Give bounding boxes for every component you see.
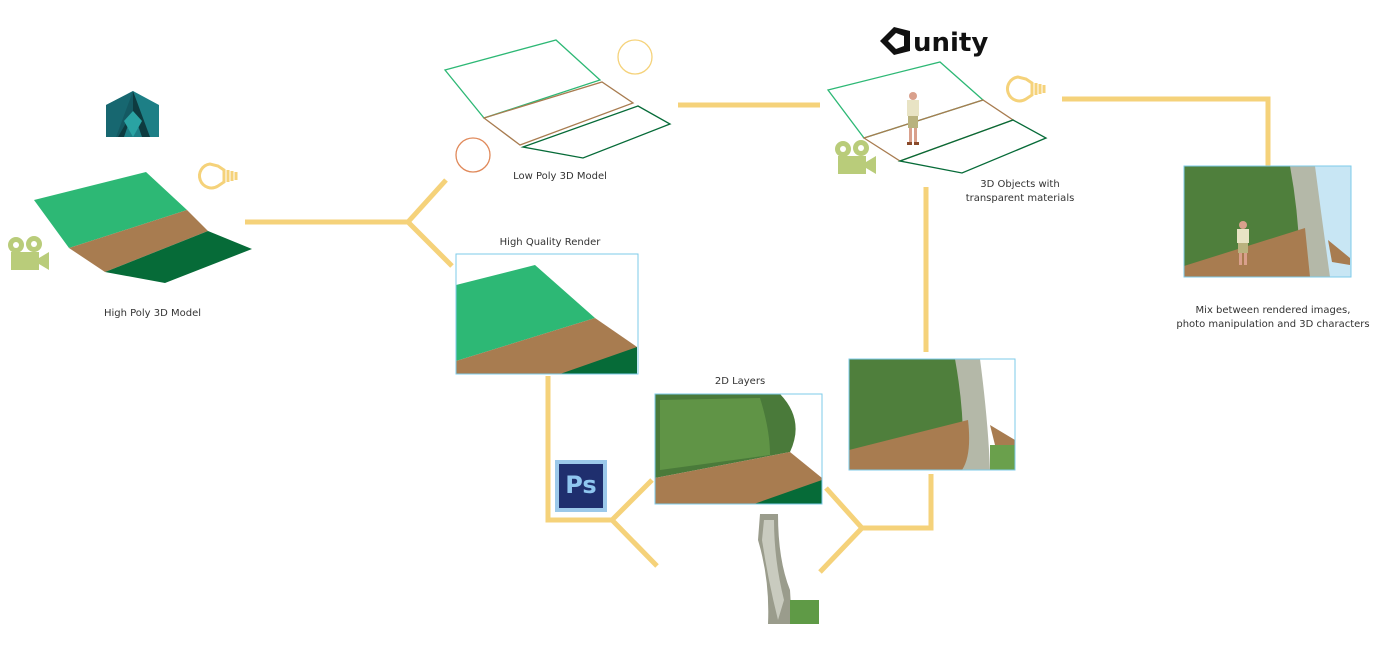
camera-icon bbox=[8, 236, 49, 270]
layers-2d-image bbox=[654, 393, 823, 505]
unity-render-image bbox=[848, 358, 1016, 471]
connector-ps-up bbox=[610, 478, 654, 522]
photoshop-icon bbox=[555, 460, 607, 512]
photoshop-label: Ps bbox=[565, 471, 597, 499]
connector-unity-final bbox=[1062, 96, 1271, 166]
low-poly-label: Low Poly 3D Model bbox=[513, 171, 607, 182]
camera-icon bbox=[835, 140, 876, 174]
final-mix-image bbox=[1183, 165, 1352, 278]
bulb-icon bbox=[198, 162, 238, 190]
character-figure bbox=[1237, 221, 1249, 265]
unity-scene-label: 3D Objects with transparent materials bbox=[965, 179, 1075, 204]
low-poly-model bbox=[443, 39, 672, 159]
connectors bbox=[245, 96, 1271, 574]
connector-layers-merge bbox=[824, 474, 934, 531]
camera-circle-icon bbox=[455, 137, 491, 173]
connector-branch-up bbox=[406, 178, 448, 224]
layers-2d-label: 2D Layers bbox=[714, 376, 766, 387]
light-circle-icon bbox=[617, 39, 653, 75]
high-poly-label: High Poly 3D Model bbox=[103, 308, 202, 319]
connector-tree-merge bbox=[818, 526, 864, 574]
connector-render-ps bbox=[545, 376, 612, 523]
high-poly-model bbox=[34, 172, 252, 283]
high-quality-render bbox=[455, 253, 639, 375]
bulb-icon bbox=[1006, 75, 1046, 103]
tree-layer-image bbox=[758, 514, 819, 624]
final-mix-label: Mix between rendered images, photo manip… bbox=[1176, 305, 1370, 330]
unity-scene bbox=[826, 61, 1048, 174]
connector-branch-down bbox=[406, 220, 454, 268]
character-figure bbox=[907, 92, 919, 145]
unity-wordmark: unity bbox=[913, 28, 989, 58]
maya-logo-icon bbox=[106, 91, 159, 137]
connector-ps-down bbox=[610, 518, 659, 568]
unity-logo-icon bbox=[880, 27, 910, 55]
high-quality-render-label: High Quality Render bbox=[499, 237, 601, 248]
